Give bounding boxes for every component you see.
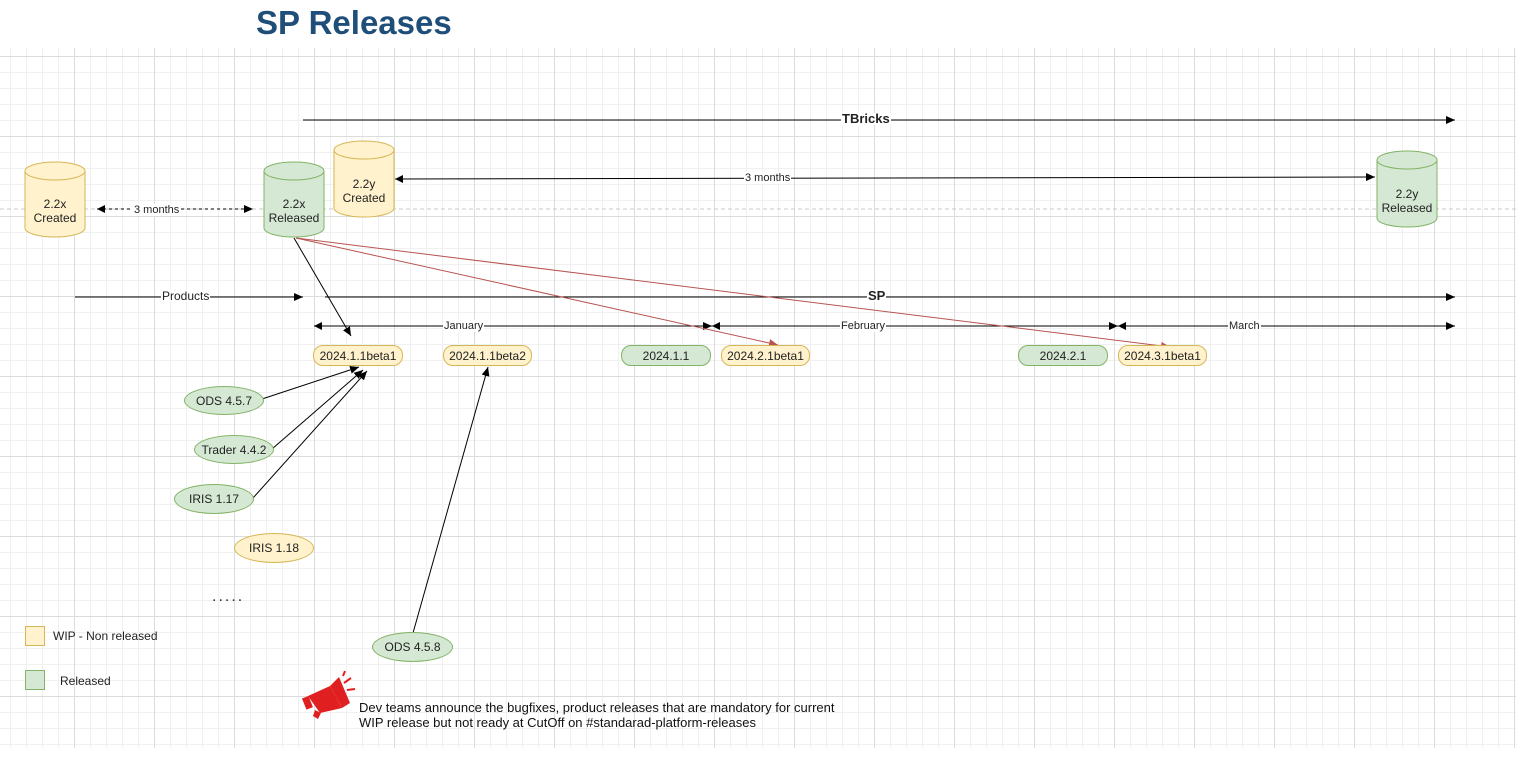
release-to-beta1-arrow: [293, 237, 352, 337]
cylinder-status: Released: [268, 211, 320, 225]
ods458-arrow: [412, 366, 490, 634]
release-to-feb-beta1-red-arrow: [295, 237, 779, 347]
diagram-canvas: [0, 48, 1516, 748]
cylinder-status: Created: [342, 191, 386, 205]
sp-label: SP: [867, 288, 887, 303]
ods457-arrow: [261, 366, 360, 400]
page-title: SP Releases: [256, 4, 452, 41]
trader442-arrow: [271, 369, 364, 450]
cylinder-status: Created: [33, 211, 77, 225]
release-2024-2-1beta1: 2024.2.1beta1: [721, 345, 810, 366]
january-label: January: [443, 320, 485, 332]
announcement-line-1: Dev teams announce the bugfixes, product…: [359, 700, 835, 715]
legend-released-swatch: [25, 670, 45, 690]
march-label: March: [1228, 320, 1261, 332]
product-ods-457: ODS 4.5.7: [184, 386, 264, 415]
release-2024-1-1beta1: 2024.1.1beta1: [313, 345, 403, 366]
product-trader-442: Trader 4.4.2: [194, 435, 274, 464]
legend-wip-label: WIP - Non released: [53, 629, 158, 643]
cylinder-22x-created-label: 2.2x Created: [25, 197, 85, 225]
cylinder-22y-created: [333, 140, 395, 218]
release-2024-3-1beta1: 2024.3.1beta1: [1118, 345, 1207, 366]
three-months-long-arrow: [394, 173, 1376, 183]
product-ods-458: ODS 4.5.8: [372, 632, 453, 662]
cylinder-22y-released-label: 2.2y Released: [1377, 187, 1437, 215]
announcement-note: Dev teams announce the bugfixes, product…: [359, 700, 834, 730]
cylinder-status: Released: [1381, 201, 1433, 215]
three-months-long-label: 3 months: [744, 172, 792, 184]
more-products-ellipsis: .....: [212, 588, 245, 605]
cylinder-22y-released: [1376, 150, 1438, 228]
release-to-mar-beta1-red-arrow: [295, 237, 1171, 350]
cylinder-22y-created-label: 2.2y Created: [334, 177, 394, 205]
announcement-line-2: WIP release but not ready at CutOff on #…: [359, 715, 756, 730]
cylinder-22x-released-label: 2.2x Released: [264, 197, 324, 225]
megaphone-icon: [301, 670, 356, 719]
products-label: Products: [161, 289, 211, 303]
three-months-short-label: 3 months: [133, 204, 181, 216]
release-2024-1-1: 2024.1.1: [621, 345, 711, 366]
release-2024-1-1beta2: 2024.1.1beta2: [443, 345, 532, 366]
cylinder-version: 2.2x: [43, 197, 67, 211]
product-iris-117: IRIS 1.17: [174, 484, 254, 514]
cylinder-22x-created: [24, 161, 86, 238]
product-iris-118: IRIS 1.18: [234, 533, 314, 563]
tbricks-label: TBricks: [841, 111, 891, 126]
cylinder-version: 2.2y: [352, 177, 376, 191]
cylinder-version: 2.2y: [1395, 187, 1419, 201]
cylinder-22x-released: [263, 161, 325, 238]
legend-released-label: Released: [60, 674, 111, 688]
legend-wip-swatch: [25, 626, 45, 646]
release-2024-2-1: 2024.2.1: [1018, 345, 1108, 366]
iris117-arrow: [252, 370, 368, 499]
february-label: February: [840, 320, 887, 332]
cylinder-version: 2.2x: [282, 197, 306, 211]
